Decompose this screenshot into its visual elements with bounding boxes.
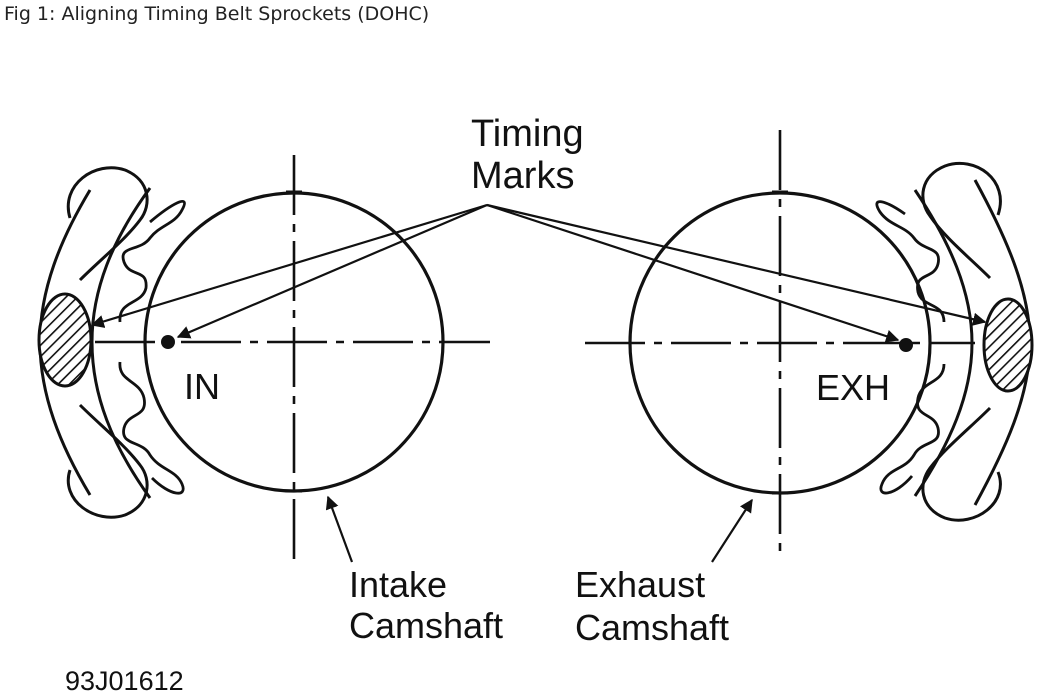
- intake-sprocket-assembly: [37, 155, 490, 560]
- exhaust-short-label: EXH: [816, 367, 890, 408]
- figure-caption: Fig 1: Aligning Timing Belt Sprockets (D…: [4, 3, 430, 25]
- intake-camshaft-label-line2: Camshaft: [349, 605, 503, 646]
- exhaust-timing-mark-dot: [899, 338, 913, 352]
- intake-belt-lower-lobe: [66, 403, 149, 519]
- exhaust-camshaft-label-line2: Camshaft: [575, 607, 729, 648]
- exhaust-belt-inner: [913, 189, 974, 497]
- exhaust-belt-upper-lobe: [921, 161, 1002, 280]
- intake-belt-upper-lobe: [66, 166, 149, 282]
- exhaust-camshaft-label-line1: Exhaust: [575, 564, 705, 605]
- intake-belt-timing-mark: [37, 292, 93, 388]
- intake-belt-teeth: [118, 199, 186, 495]
- exhaust-belt-lower-lobe: [921, 406, 1002, 522]
- timing-mark-leaders: [90, 203, 987, 563]
- timing-marks-label-line1: Timing: [471, 113, 584, 155]
- intake-camshaft-label-line1: Intake: [349, 564, 447, 605]
- intake-timing-mark-dot: [161, 335, 175, 349]
- exhaust-belt-timing-mark: [982, 297, 1034, 393]
- exhaust-belt-teeth: [875, 200, 946, 495]
- timing-marks-label-line2: Marks: [471, 155, 574, 197]
- figure-code: 93J01612: [65, 666, 184, 696]
- exhaust-sprocket-assembly: [585, 130, 1034, 560]
- intake-short-label: IN: [184, 366, 220, 407]
